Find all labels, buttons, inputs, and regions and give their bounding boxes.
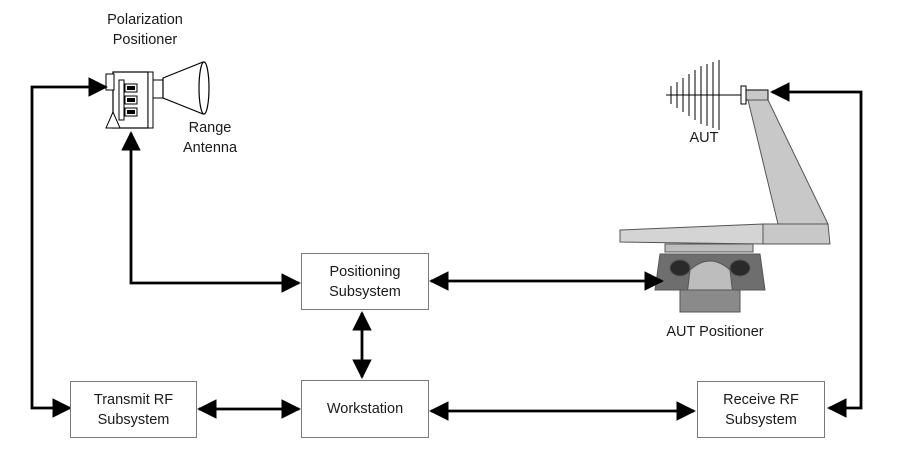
positioning-box-line1: Positioning: [329, 263, 401, 280]
polarization-positioner-label-line2: Positioner: [112, 32, 178, 48]
range-antenna-label-line1: Range: [188, 120, 232, 136]
receive-to-aut-line: [770, 82, 863, 418]
positioning-box-line2: Subsystem: [329, 283, 401, 300]
transmit-box-line1: Transmit RF: [93, 391, 174, 408]
polarization-positioner-label: Polarization Positioner: [85, 10, 205, 50]
range-antenna-label-line2: Antenna: [182, 140, 238, 156]
aut-positioner-label: AUT Positioner: [666, 324, 764, 340]
polarization-positioner-icon: [105, 71, 154, 129]
range-antenna-label: Range Antenna: [165, 118, 255, 158]
positioning-subsystem-box[interactable]: Positioning Subsystem: [301, 253, 429, 310]
range-antenna-icon: [152, 61, 210, 115]
polarization-positioner-label-line1: Polarization: [107, 12, 183, 28]
transmit-box-line2: Subsystem: [97, 411, 170, 428]
connection-lines: [30, 77, 863, 421]
workstation-box-label: Workstation: [326, 401, 404, 417]
polarization-to-positioning-line: [121, 131, 301, 293]
transmit-to-positioner-line: [30, 77, 108, 418]
transmit-rf-subsystem-box[interactable]: Transmit RF Subsystem: [70, 381, 197, 438]
receive-box-line1: Receive RF: [723, 391, 799, 408]
receive-rf-subsystem-box[interactable]: Receive RF Subsystem: [697, 381, 825, 438]
aut-label: AUT: [689, 130, 719, 146]
workstation-box[interactable]: Workstation: [301, 380, 429, 438]
receive-box-line2: Subsystem: [725, 411, 797, 428]
